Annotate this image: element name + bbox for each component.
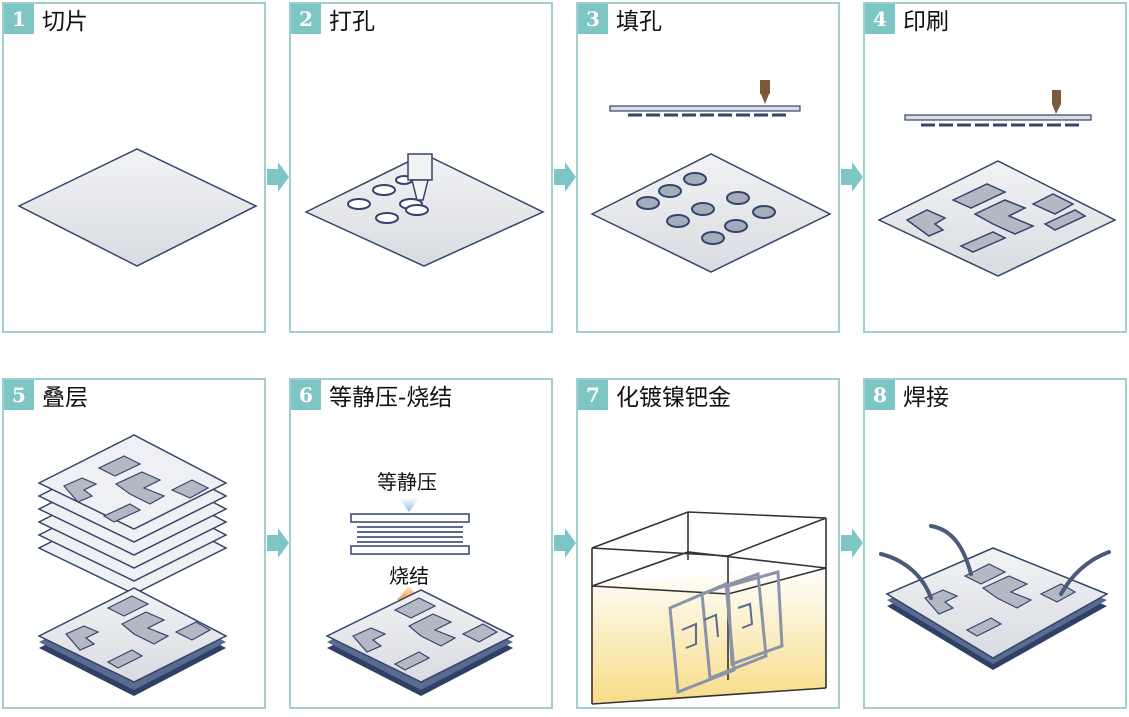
step-panel-4: 4 印刷 bbox=[863, 2, 1127, 333]
step-panel-7: 7 化镀镍钯金 bbox=[576, 378, 840, 709]
arrow-right-icon bbox=[267, 162, 289, 192]
step-panel-3: 3 填孔 bbox=[576, 2, 840, 333]
step-title: 打孔 bbox=[329, 9, 375, 35]
arrow-right-icon bbox=[841, 528, 863, 558]
step-title: 切片 bbox=[42, 9, 88, 35]
arrow-right-icon bbox=[554, 162, 576, 192]
step-panel-1: 1 切片 bbox=[2, 2, 266, 333]
step-number: 5 bbox=[4, 380, 34, 410]
step-number: 6 bbox=[291, 380, 321, 410]
step-title: 印刷 bbox=[903, 9, 949, 35]
step-panel-8: 8 焊接 bbox=[863, 378, 1127, 709]
step-panel-6: 等静压 烧结 6 等静压-烧结 bbox=[289, 378, 553, 709]
fill-via-diagram bbox=[590, 80, 832, 273]
lamination-diagram bbox=[37, 434, 228, 696]
press-label: 等静压 bbox=[377, 470, 437, 494]
step-title: 叠层 bbox=[42, 385, 88, 411]
plating-tank-diagram bbox=[591, 511, 827, 705]
step-title: 填孔 bbox=[616, 9, 662, 35]
step-title: 等静压-烧结 bbox=[329, 385, 453, 411]
step-title: 焊接 bbox=[903, 385, 949, 411]
punch-diagram bbox=[304, 153, 545, 267]
step-number: 3 bbox=[578, 4, 608, 34]
arrow-right-icon bbox=[841, 162, 863, 192]
step-number: 2 bbox=[291, 4, 321, 34]
step-number: 1 bbox=[4, 4, 34, 34]
print-diagram bbox=[877, 90, 1117, 277]
welding-diagram bbox=[879, 524, 1111, 670]
arrow-right-icon bbox=[267, 528, 289, 558]
step-number: 7 bbox=[578, 380, 608, 410]
sheet-diagram bbox=[17, 148, 258, 267]
sinter-label: 烧结 bbox=[389, 564, 429, 588]
step-title: 化镀镍钯金 bbox=[616, 385, 731, 411]
step-number: 4 bbox=[865, 4, 895, 34]
step-panel-2: 2 打孔 bbox=[289, 2, 553, 333]
step-panel-5: 5 叠层 bbox=[2, 378, 266, 709]
arrow-right-icon bbox=[554, 528, 576, 558]
press-sinter-diagram bbox=[325, 498, 515, 696]
step-number: 8 bbox=[865, 380, 895, 410]
